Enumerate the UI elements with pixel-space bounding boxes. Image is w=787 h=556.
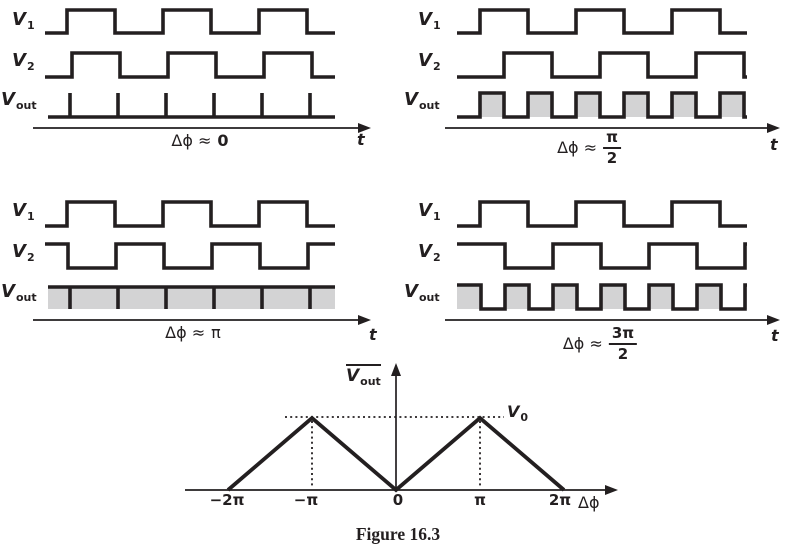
v2-label: V2 (12, 241, 35, 264)
phase-value: 0 (217, 131, 229, 150)
vout-label: Vout (1, 281, 37, 304)
peak-subscript: 0 (520, 411, 529, 424)
delta-phi-prefix: Δϕ ≈ (165, 323, 206, 342)
fraction-numerator: π (603, 130, 621, 149)
v1-label: V1 (12, 200, 35, 223)
v2-base: V (12, 241, 26, 262)
v1-label: V1 (418, 9, 441, 32)
vout-base: V (404, 89, 418, 110)
v2-base: V (418, 241, 432, 262)
x-tick-2pi: 2π (548, 491, 572, 509)
phase-value: π (211, 323, 221, 342)
delta-phi-prefix: Δϕ ≈ (562, 333, 603, 353)
v1-subscript: 1 (26, 19, 35, 32)
vout-base: V (1, 281, 15, 302)
v1-base: V (418, 200, 432, 221)
vout-base: V (1, 89, 15, 110)
vout-subscript: out (15, 291, 37, 304)
phase-caption-pi: Δϕ ≈ π (165, 323, 221, 342)
v1-label: V1 (418, 200, 441, 223)
v2-label: V2 (12, 50, 35, 73)
peak-value-label: V0 (507, 402, 529, 424)
x-tick-minus-2pi: −2π (209, 491, 245, 509)
time-axis-label: t (357, 130, 365, 149)
time-axis-label: t (771, 326, 779, 345)
v2-label: V2 (418, 50, 441, 73)
vout-label: Vout (404, 281, 440, 304)
vout-average-axis-label: Vout (346, 364, 381, 388)
v1-subscript: 1 (26, 210, 35, 223)
v1-base: V (418, 9, 432, 30)
vout-base: V (404, 281, 418, 302)
delta-phi-prefix: Δϕ ≈ (171, 131, 212, 150)
v2-base: V (418, 50, 432, 71)
time-axis-label: t (770, 135, 778, 154)
v1-base: V (12, 9, 26, 30)
delta-phi-prefix: Δϕ ≈ (557, 137, 598, 157)
v2-subscript: 2 (26, 60, 35, 73)
fraction-denominator: 2 (606, 149, 618, 167)
phase-caption-0: Δϕ ≈ 0 (171, 131, 229, 150)
fraction-numerator: 3π (608, 326, 638, 345)
x-tick-pi: π (474, 491, 486, 509)
time-axis-label: t (369, 325, 377, 344)
fraction-denominator: 2 (617, 345, 629, 363)
phase-axis-label: Δϕ (578, 493, 600, 512)
vout-label: Vout (404, 89, 440, 112)
vout-avg-base: V (346, 366, 360, 386)
v2-subscript: 2 (26, 251, 35, 264)
v2-label: V2 (418, 241, 441, 264)
v1-label: V1 (12, 9, 35, 32)
v1-subscript: 1 (432, 210, 441, 223)
vout-subscript: out (15, 99, 37, 112)
v1-subscript: 1 (432, 19, 441, 32)
x-tick-zero: 0 (392, 491, 404, 509)
vout-subscript: out (418, 291, 440, 304)
vout-label: Vout (1, 89, 37, 112)
vout-subscript: out (418, 99, 440, 112)
v2-subscript: 2 (432, 60, 441, 73)
figure-caption: Figure 16.3 (355, 524, 441, 544)
vout-avg-subscript: out (360, 375, 381, 388)
v1-base: V (12, 200, 26, 221)
x-tick-minus-pi: −π (293, 491, 319, 509)
v2-subscript: 2 (432, 251, 441, 264)
peak-base: V (507, 402, 520, 421)
v2-base: V (12, 50, 26, 71)
